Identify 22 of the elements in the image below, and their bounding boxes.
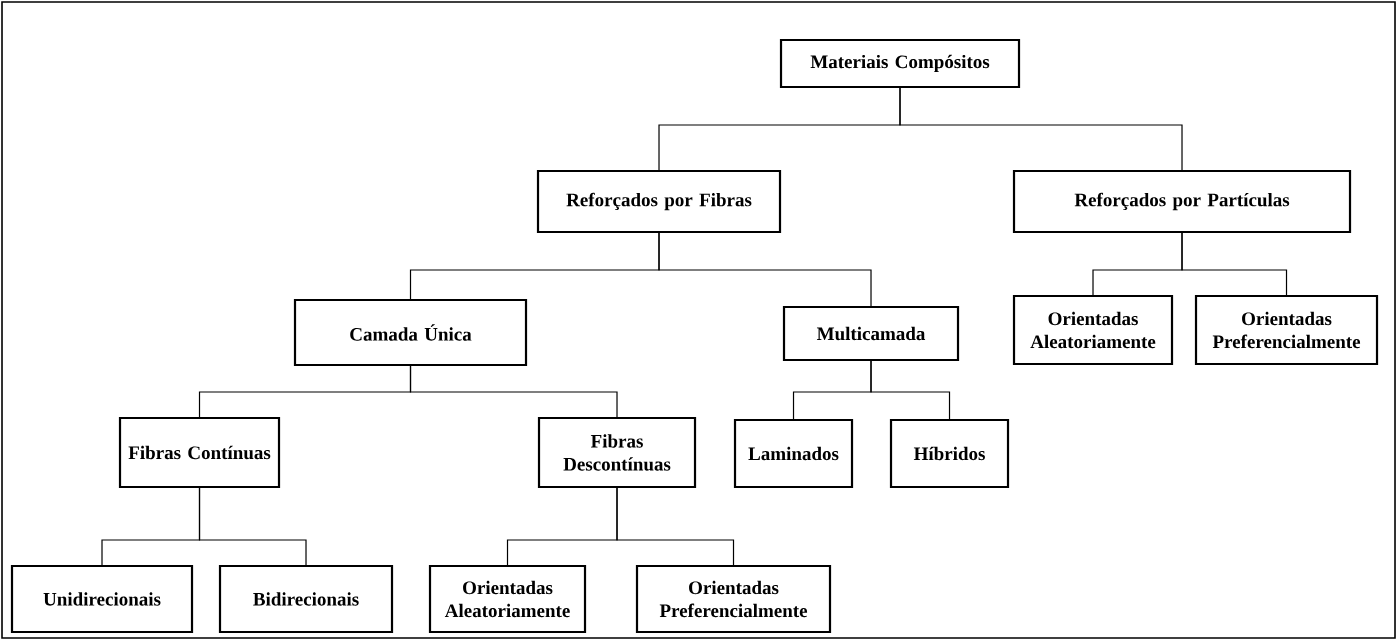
connector-line	[1181, 232, 1288, 296]
category-box: Multicamada	[782, 305, 960, 362]
category-box: Orientadas Aleatoriamente	[1012, 294, 1174, 366]
connector-line	[198, 487, 307, 566]
category-box: Materiais Compósitos	[779, 38, 1021, 89]
category-box: Fibras Contínuas	[118, 416, 281, 489]
category-box: Fibras Descontínuas	[537, 416, 697, 489]
category-box: Híbridos	[889, 418, 1010, 489]
category-box: Unidirecionais	[10, 564, 194, 634]
category-box: Orientadas Aleatoriamente	[428, 564, 587, 634]
category-box: Reforçados por Fibras	[536, 169, 782, 234]
category-box: Reforçados por Partículas	[1012, 169, 1352, 234]
connector-line	[409, 365, 618, 418]
connector-line	[616, 487, 735, 566]
connector-line	[899, 87, 1183, 171]
category-box: Orientadas Preferencialmente	[635, 564, 832, 634]
category-box: Bidirecionais	[218, 564, 394, 634]
connector-line	[870, 360, 951, 420]
category-box: Camada Única	[293, 298, 528, 367]
connector-line	[658, 232, 872, 307]
category-box: Orientadas Preferencialmente	[1194, 294, 1379, 366]
category-box: Laminados	[733, 418, 854, 489]
